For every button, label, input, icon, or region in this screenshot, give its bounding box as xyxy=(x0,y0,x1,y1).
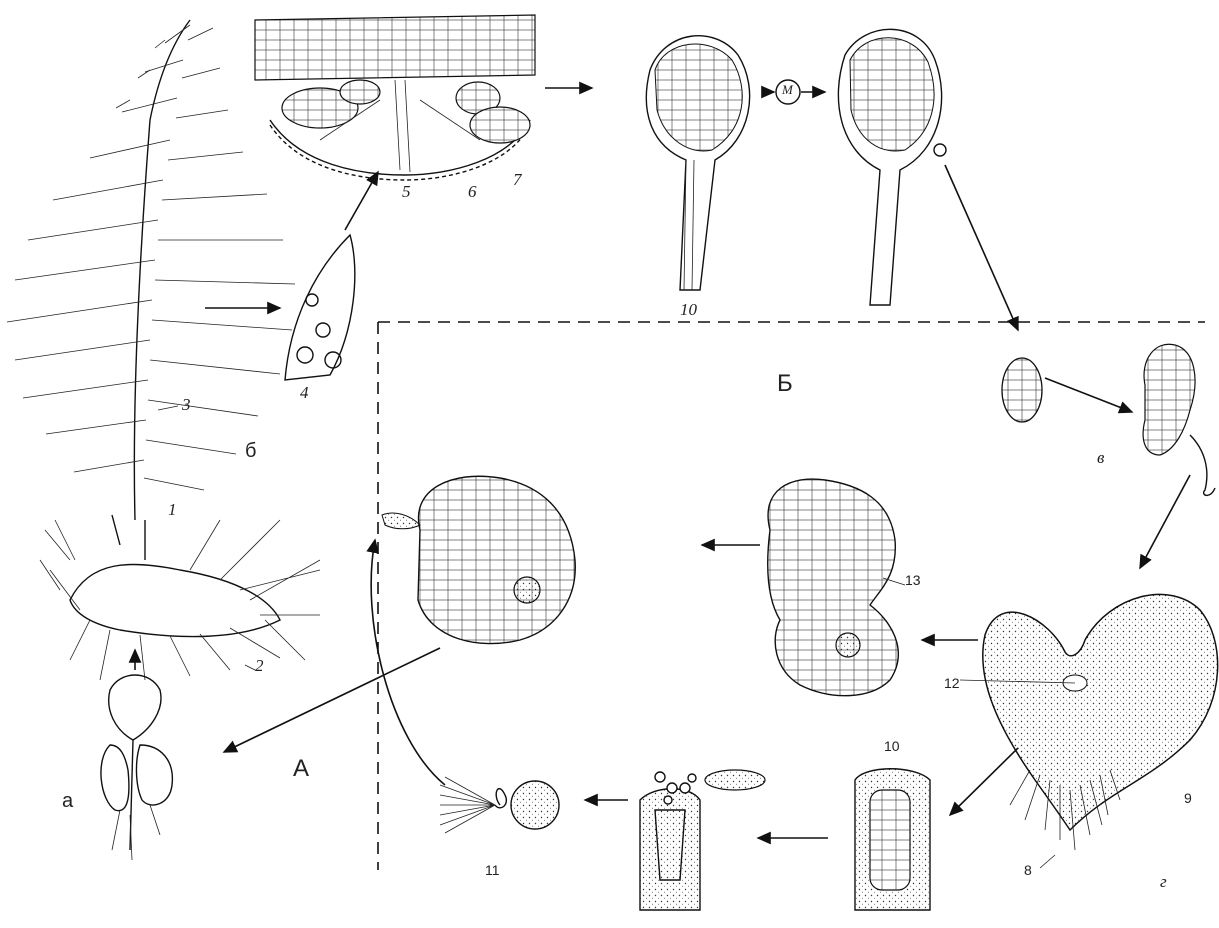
label-8: 8 xyxy=(1024,862,1032,878)
arrow-protonema-to-gametophyte xyxy=(1140,475,1190,568)
label-6: 6 xyxy=(468,182,477,202)
germinating-protonema xyxy=(1143,344,1215,495)
label-11: 11 xyxy=(485,862,500,878)
label-10-sporangium: 10 xyxy=(680,300,697,320)
label-stage-v: в xyxy=(1097,448,1104,468)
arrow-gametophyte-to-antheridium xyxy=(950,748,1018,815)
sporangium-closed xyxy=(646,36,749,290)
young-sporophyte-on-gametophyte xyxy=(101,675,172,860)
label-1: 1 xyxy=(168,500,177,520)
antheridium xyxy=(855,769,930,910)
label-9: 9 xyxy=(1184,790,1192,806)
arrow-sorus-to-section xyxy=(345,172,378,230)
fern-rhizome xyxy=(70,564,280,636)
label-3: 3 xyxy=(182,395,191,415)
sorus-leaf-segment xyxy=(285,235,355,380)
arrow-sporangium-to-spore xyxy=(945,165,1018,330)
label-2: 2 xyxy=(255,656,264,676)
label-13: 13 xyxy=(905,572,921,588)
label-5: 5 xyxy=(402,182,411,202)
label-10-antheridium: 10 xyxy=(884,738,900,754)
label-phase-b: Б xyxy=(777,370,793,398)
sporangium-opening xyxy=(838,29,946,305)
label-phase-a: А xyxy=(293,755,309,783)
label-stage-b: б xyxy=(245,440,256,463)
label-meiosis: М xyxy=(782,82,793,98)
label-stage-a: а xyxy=(62,790,73,813)
archegonium-with-sperm-entering xyxy=(382,476,575,643)
label-stage-g: г xyxy=(1160,872,1167,892)
leaf-cross-section-with-sorus xyxy=(255,15,535,180)
spore xyxy=(1002,358,1042,422)
label-7: 7 xyxy=(513,170,522,190)
arrow-spore-to-protonema xyxy=(1045,378,1132,412)
gametophyte-prothallus xyxy=(983,594,1218,850)
antheridium-releasing-sperm xyxy=(640,770,765,910)
archegonium-with-egg xyxy=(768,479,899,696)
spermatozoid-and-egg xyxy=(440,777,559,833)
label-4: 4 xyxy=(300,383,309,403)
label-12: 12 xyxy=(944,675,960,691)
fern-sporophyte-frond xyxy=(7,20,320,680)
